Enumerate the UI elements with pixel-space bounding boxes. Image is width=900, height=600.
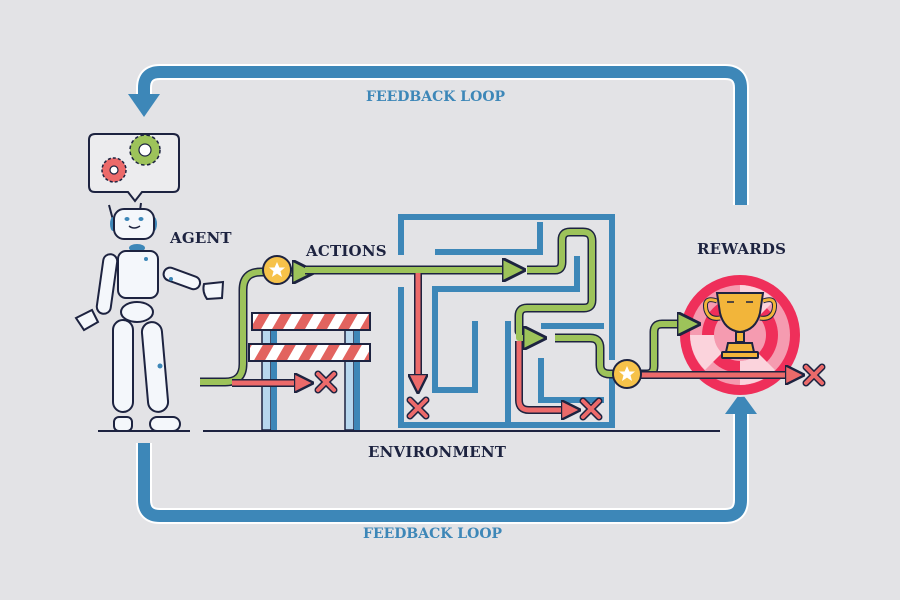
feedback-loop-top-label: FEEDBACK LOOP xyxy=(366,89,506,105)
rewards-label: REWARDS xyxy=(697,240,787,258)
star-icon xyxy=(612,359,642,389)
agent-label: AGENT xyxy=(170,229,232,247)
trophy-icon xyxy=(703,292,777,359)
arrow-down-icon xyxy=(128,94,160,117)
x-mark-icon xyxy=(579,397,603,421)
environment-label: ENVIRONMENT xyxy=(368,443,507,461)
success-path xyxy=(305,227,615,379)
gear-red-icon xyxy=(101,157,127,183)
feedback-loop-bottom-arrow xyxy=(136,392,757,524)
feedback-loop-bottom-label: FEEDBACK LOOP xyxy=(363,526,503,542)
feedback-loop-top-arrow xyxy=(128,64,749,205)
barrier-icon xyxy=(248,312,371,431)
actions-label: ACTIONS xyxy=(306,242,387,260)
star-icon xyxy=(262,255,292,285)
failure-path xyxy=(418,273,572,410)
x-mark-icon xyxy=(314,370,338,394)
gear-green-icon xyxy=(129,134,161,166)
arrow-up-icon xyxy=(725,392,757,414)
x-mark-icon xyxy=(406,396,430,420)
maze-icon xyxy=(398,214,615,428)
x-mark-icon xyxy=(802,363,826,387)
thought-bubble xyxy=(88,133,180,203)
robot-icon xyxy=(74,202,225,432)
